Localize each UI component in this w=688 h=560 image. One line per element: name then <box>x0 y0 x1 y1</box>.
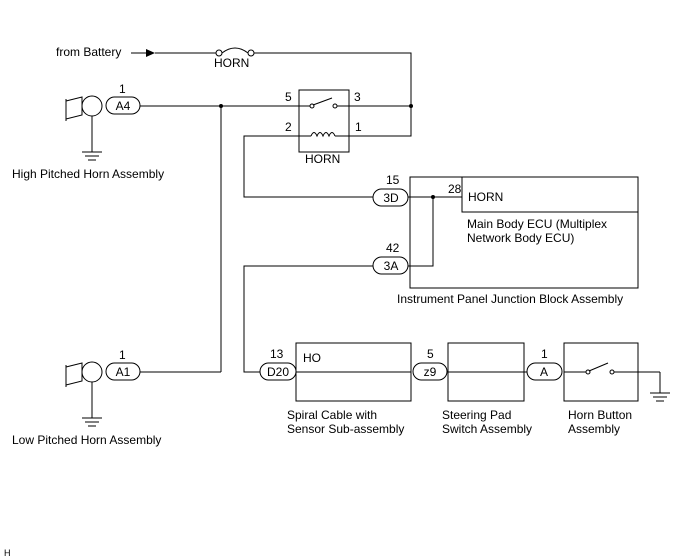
steering-pad-connector <box>412 362 448 381</box>
steering-pad-label-line1: Steering Pad <box>442 408 511 422</box>
low-horn-connector-label: A1 <box>116 365 131 379</box>
low-horn-pin: 1 <box>119 348 126 362</box>
steering-pad-connector-label: z9 <box>424 365 437 379</box>
fuse-icon <box>215 47 255 57</box>
horn-relay-box <box>298 89 350 153</box>
relay-pin5: 5 <box>285 90 292 104</box>
steering-pad-pin: 5 <box>427 347 434 361</box>
relay-label: HORN <box>305 152 340 166</box>
high-horn-connector-label: A4 <box>116 99 131 113</box>
horn-button-label-line2: Assembly <box>568 422 620 436</box>
spiral-terminal: HO <box>303 351 321 365</box>
main-ecu-terminal-box <box>461 176 639 213</box>
spiral-feed-wire <box>243 265 373 373</box>
horn-button-pin: 1 <box>541 347 548 361</box>
main-ecu-terminal: HORN <box>468 190 503 204</box>
relay-pin2: 2 <box>285 120 292 134</box>
high-horn-pin: 1 <box>119 82 126 96</box>
spiral-pin: 13 <box>270 347 284 361</box>
horn-button-connector <box>526 362 563 381</box>
spiral-label-line1: Spiral Cable with <box>287 408 377 422</box>
from-battery-label: from Battery <box>56 45 121 59</box>
horn-button-switch-icon <box>564 362 660 375</box>
low-horn-speaker-icon <box>65 361 103 387</box>
horn-button-connector-label: A <box>540 365 548 379</box>
spiral-connector-label: D20 <box>267 365 289 379</box>
horn-button-label-line1: Horn Button <box>568 408 632 422</box>
battery-main-wire <box>254 52 412 137</box>
junction-block-label: Instrument Panel Junction Block Assembly <box>397 292 623 306</box>
relay-pin1: 1 <box>355 120 362 134</box>
main-ecu-label-line1: Main Body ECU (Multiplex <box>467 217 607 231</box>
relay-pin3: 3 <box>354 90 361 104</box>
steering-pad-label-line2: Switch Assembly <box>442 422 532 436</box>
junction-internal-wire <box>408 197 434 267</box>
high-horn-speaker-icon <box>65 95 103 121</box>
relay-coil-wire <box>243 135 373 198</box>
relay-switch-icon <box>299 97 349 109</box>
spiral-label-line2: Sensor Sub-assembly <box>287 422 404 436</box>
relay-coil-icon <box>299 132 349 138</box>
junction-bottom-pin: 42 <box>386 241 400 255</box>
battery-arrow-icon <box>131 49 155 57</box>
high-horn-ground-icon <box>82 116 102 161</box>
corner-mark: H <box>4 548 11 558</box>
main-ecu-label-line2: Network Body ECU) <box>467 231 574 245</box>
fuse-label: HORN <box>214 56 249 70</box>
junction-top-pin: 15 <box>386 173 400 187</box>
high-horn-label: High Pitched Horn Assembly <box>12 167 164 181</box>
junction-bottom-connector-label: 3A <box>384 259 399 273</box>
junction-dot <box>409 104 413 108</box>
low-horn-label: Low Pitched Horn Assembly <box>12 433 161 447</box>
main-ecu-pin: 28 <box>448 182 462 196</box>
junction-top-connector-label: 3D <box>383 191 399 205</box>
horn-button-ground-icon <box>650 372 670 402</box>
low-horn-ground-icon <box>82 382 102 427</box>
